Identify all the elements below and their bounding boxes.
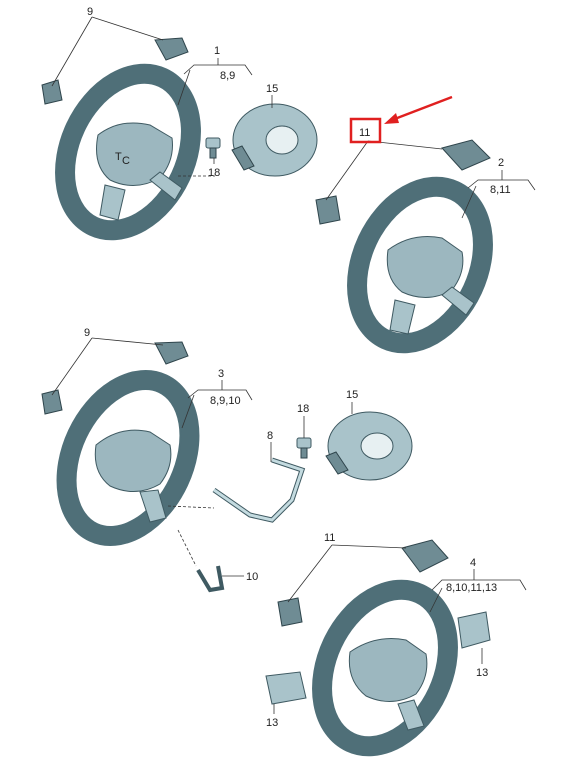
svg-text:C: C: [122, 155, 130, 167]
leader-lines: [51, 16, 536, 714]
trim-frame: [212, 457, 306, 523]
label-airbag-bottom: 15: [346, 389, 358, 401]
steering-wheel-1: T C: [55, 63, 201, 241]
label-group-1: 1: [214, 45, 220, 57]
cover-left: [265, 671, 307, 705]
svg-text:T: T: [115, 151, 122, 163]
label-screw-bottom: 18: [297, 403, 309, 415]
label-screw-top: 18: [208, 167, 220, 179]
steering-wheel-2: [347, 176, 493, 354]
paddle-right-2: [154, 341, 189, 365]
label-group-4: 4: [470, 557, 476, 569]
label-airbag-top: 15: [266, 83, 278, 95]
label-trim-bottom: 10: [246, 571, 258, 583]
label-group-2-sub: 8,11: [490, 184, 511, 196]
label-paddle-top: 9: [87, 6, 93, 18]
switch-module-left-2: [277, 597, 303, 627]
label-paddle-bottom: 9: [84, 327, 90, 339]
label-group-2: 2: [498, 157, 504, 169]
label-group-1-sub: 8,9: [220, 70, 235, 82]
steering-wheel-4: [312, 579, 458, 757]
cover-right: [457, 611, 491, 649]
paddle-right-1: [154, 37, 189, 61]
label-cover-left: 13: [266, 717, 278, 729]
label-switch-bottom: 11: [324, 532, 335, 544]
callout-highlight: [349, 95, 453, 144]
label-group-3: 3: [218, 368, 224, 380]
paddle-left-2: [41, 389, 63, 415]
label-cover-right: 13: [476, 667, 488, 679]
label-group-4-sub: 8,10,11,13: [446, 582, 497, 594]
screw-1: [205, 137, 221, 159]
switch-module-right-2: [401, 539, 449, 573]
switch-module-right-1: [441, 139, 491, 171]
screw-2: [296, 437, 312, 459]
steering-wheel-3: [56, 370, 200, 546]
paddle-left-1: [41, 79, 63, 105]
label-group-3-sub: 8,9,10: [210, 395, 241, 407]
trim-lower: [196, 565, 225, 593]
airbag-module-1: [231, 103, 318, 177]
label-trim-top: 8: [267, 430, 273, 442]
label-switch-top: 11: [359, 127, 370, 139]
airbag-module-2: [325, 411, 413, 481]
switch-module-left-1: [315, 195, 341, 225]
